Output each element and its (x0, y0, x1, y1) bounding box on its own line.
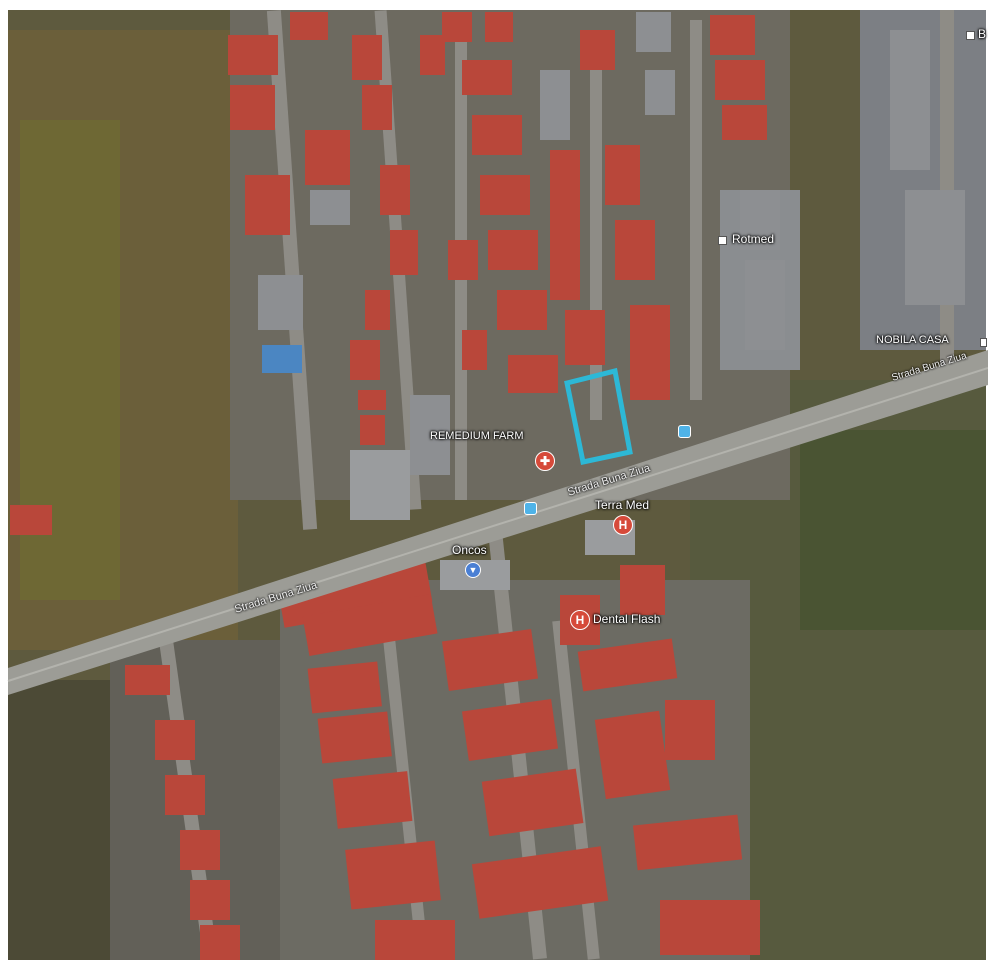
rotmed-marker-icon[interactable] (718, 236, 727, 245)
highlighted-parcel (564, 367, 633, 465)
poi-nobila-casa[interactable]: NOBILA CASA (876, 334, 949, 346)
main-road (8, 350, 988, 695)
nobila-casa-marker-icon[interactable] (980, 338, 987, 347)
shopping-bag-icon[interactable]: ▼ (465, 562, 481, 578)
bus-stop-icon-2[interactable] (524, 502, 537, 515)
pharmacy-cross-icon[interactable]: ✚ (535, 451, 555, 471)
poi-terra-med[interactable]: Terra Med (595, 498, 650, 512)
poi-dental-flash[interactable]: Dental Flash (593, 612, 661, 626)
bus-stop-icon[interactable] (678, 425, 691, 438)
corner-marker-icon[interactable] (966, 31, 975, 40)
poi-remedium-farm[interactable]: REMEDIUM FARM (430, 430, 524, 442)
blue-roof-building (262, 345, 302, 373)
hospital-h-icon-dental[interactable]: H (570, 610, 590, 630)
poi-rotmed[interactable]: Rotmed (732, 232, 775, 246)
poi-corner-b[interactable]: B (978, 27, 987, 41)
poi-oncos[interactable]: Oncos (452, 543, 487, 557)
hospital-h-icon[interactable]: H (613, 515, 633, 535)
